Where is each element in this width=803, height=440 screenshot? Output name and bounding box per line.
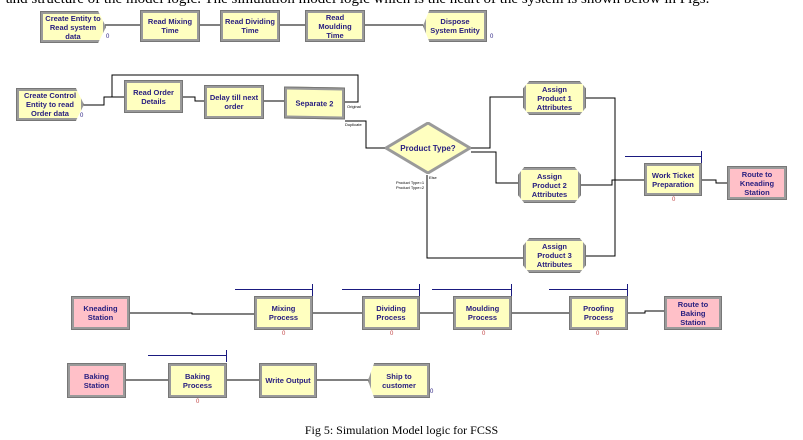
connector [426, 96, 523, 259]
assign-product-3-module[interactable]: Assign Product 3 Attributes [523, 238, 586, 273]
else-port-label: Else [429, 175, 437, 180]
resource-bar [625, 151, 702, 163]
counter: 0 [106, 34, 110, 40]
resource-bar [549, 284, 628, 296]
create-entity-module[interactable]: Create Entity to Read system data [40, 11, 106, 43]
write-output-module[interactable]: Write Output [259, 363, 317, 398]
proofing-process-module[interactable]: Proofing Process [569, 296, 628, 330]
resource-bar [432, 284, 512, 296]
work-ticket-module[interactable]: Work Ticket Preparation [644, 163, 702, 196]
assign-product-1-module[interactable]: Assign Product 1 Attributes [523, 81, 586, 115]
connector [130, 310, 664, 315]
kneading-station-module[interactable]: Kneading Station [71, 296, 130, 330]
figure-caption: Fig 5: Simulation Model logic for FCSS [304, 423, 499, 437]
counter: 0 [672, 197, 676, 203]
counter: 0 [390, 331, 394, 337]
original-port-label: Original [347, 104, 361, 109]
resource-bar [342, 284, 420, 296]
dividing-process-module[interactable]: Dividing Process [362, 296, 420, 330]
duplicate-port-label: Duplicate [345, 122, 362, 127]
resource-bar [235, 284, 313, 296]
ship-to-customer-module[interactable]: Ship to customer [368, 363, 430, 398]
baking-process-module[interactable]: Baking Process [168, 363, 227, 398]
baking-station-module[interactable]: Baking Station [67, 363, 126, 398]
counter: 0 [430, 389, 434, 395]
counter: 0 [196, 399, 200, 405]
read-order-details-module[interactable]: Read Order Details [124, 80, 183, 113]
counter: 0 [596, 331, 600, 337]
counter: 0 [490, 34, 494, 40]
moulding-process-module[interactable]: Moulding Process [453, 296, 512, 330]
route-to-kneading-module[interactable]: Route to Kneading Station [727, 166, 787, 200]
connector [83, 96, 284, 106]
delay-module[interactable]: Delay till next order [204, 85, 264, 119]
read-mixing-time-module[interactable]: Read Mixing Time [140, 10, 200, 42]
counter: 0 [282, 331, 286, 337]
decide-label: Product Type? [400, 143, 456, 153]
dispose-system-entity-module[interactable]: Dispose System Entity [423, 10, 487, 42]
route-to-baking-module[interactable]: Route to Baking Station [664, 296, 722, 330]
counter: 0 [482, 331, 486, 337]
mixing-process-module[interactable]: Mixing Process [254, 296, 313, 330]
connector [345, 120, 385, 149]
product-type-decide-module[interactable]: Product Type? [383, 121, 473, 175]
separate-module[interactable]: Separate 2 [284, 86, 345, 120]
counter: 0 [80, 113, 84, 119]
read-moulding-time-module[interactable]: Read Moulding Time [305, 10, 365, 42]
connector [111, 74, 359, 103]
create-control-entity-module[interactable]: Create Control Entity to read Order data [16, 88, 84, 121]
connector [580, 97, 727, 257]
type2-label: Product Type=2 [396, 185, 425, 190]
resource-bar [148, 350, 227, 362]
intro-text: and structure of the model logic. The si… [6, 0, 709, 8]
type1-label: Product Type=1 [396, 180, 425, 185]
assign-product-2-module[interactable]: Assign Product 2 Attributes [518, 167, 581, 203]
diamond-shape [383, 121, 473, 175]
read-dividing-time-module[interactable]: Read Dividing Time [220, 10, 280, 42]
